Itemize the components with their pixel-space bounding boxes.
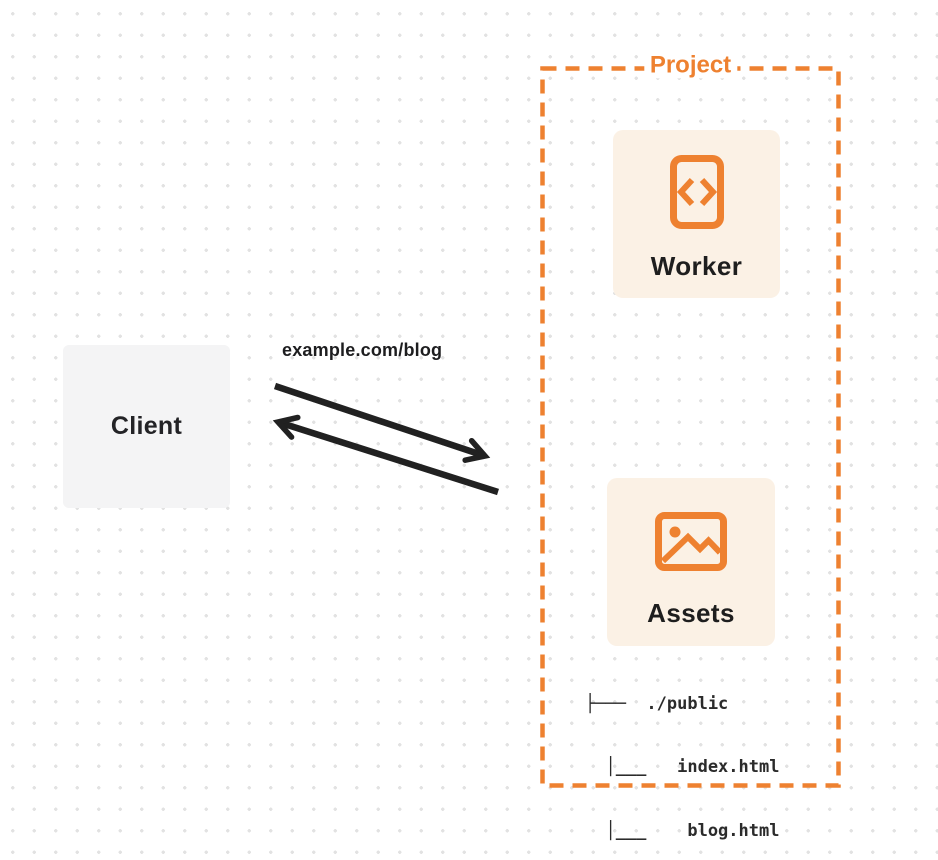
image-icon [655, 512, 727, 571]
worker-node: Worker [613, 130, 780, 298]
client-node: Client [63, 345, 230, 508]
project-label: Project [643, 51, 738, 79]
assets-label: Assets [647, 598, 735, 628]
worker-label: Worker [650, 251, 743, 281]
request-url-label: example.com/blog [282, 340, 443, 360]
assets-file-tree: ├─── ./public │___ index.html │___ blog.… [585, 651, 779, 860]
assets-node: Assets [607, 478, 775, 646]
project-container: Project Worker Assets [540, 51, 841, 841]
request-arrow [273, 382, 491, 463]
code-document-icon [669, 155, 724, 229]
response-arrow [272, 414, 499, 496]
tree-line-blog: │___ blog.html [585, 821, 780, 842]
tree-line-index: │___ index.html [585, 757, 780, 778]
tree-line-public: ├─── ./public [585, 693, 729, 714]
client-label: Client [110, 412, 183, 440]
